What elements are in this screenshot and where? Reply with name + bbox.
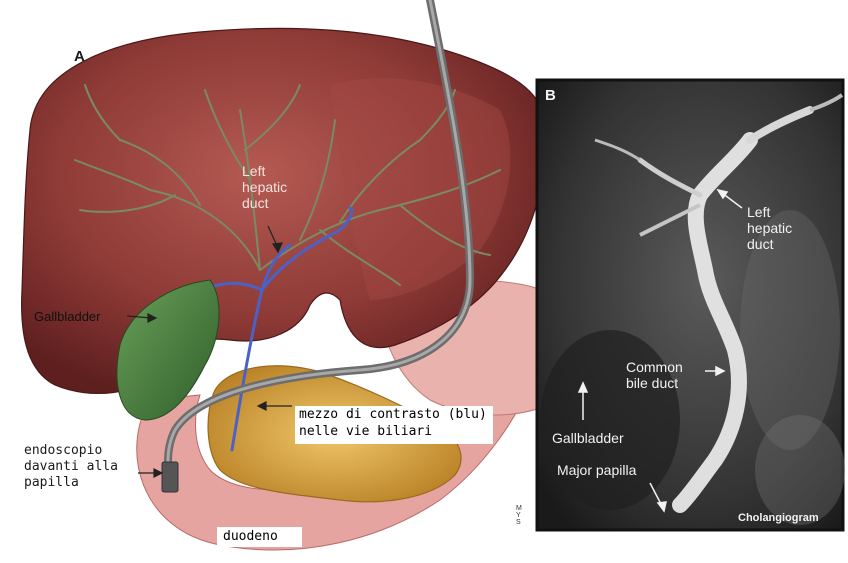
artist-signature: MYS xyxy=(516,505,524,526)
panel-a-letter: A xyxy=(74,48,85,65)
panel-b-letter: B xyxy=(545,87,556,104)
endoscope-tip xyxy=(162,462,178,492)
gallbladder-label-a: Gallbladder xyxy=(34,309,101,324)
contrast-label: mezzo di contrasto (blu) nelle vie bilia… xyxy=(295,406,493,444)
cholangiogram-caption: Cholangiogram xyxy=(738,512,819,524)
gallbladder-label-b: Gallbladder xyxy=(552,430,624,446)
major-papilla-label: Major papilla xyxy=(557,462,636,478)
duodenum-label: duodeno xyxy=(217,527,302,547)
left-hepatic-duct-label-a: Left hepatic duct xyxy=(242,163,287,211)
endoscope-label: endoscopio davanti alla papilla xyxy=(24,443,118,491)
common-bile-duct-label: Common bile duct xyxy=(626,359,683,391)
left-hepatic-duct-label-b: Left hepatic duct xyxy=(747,204,792,252)
